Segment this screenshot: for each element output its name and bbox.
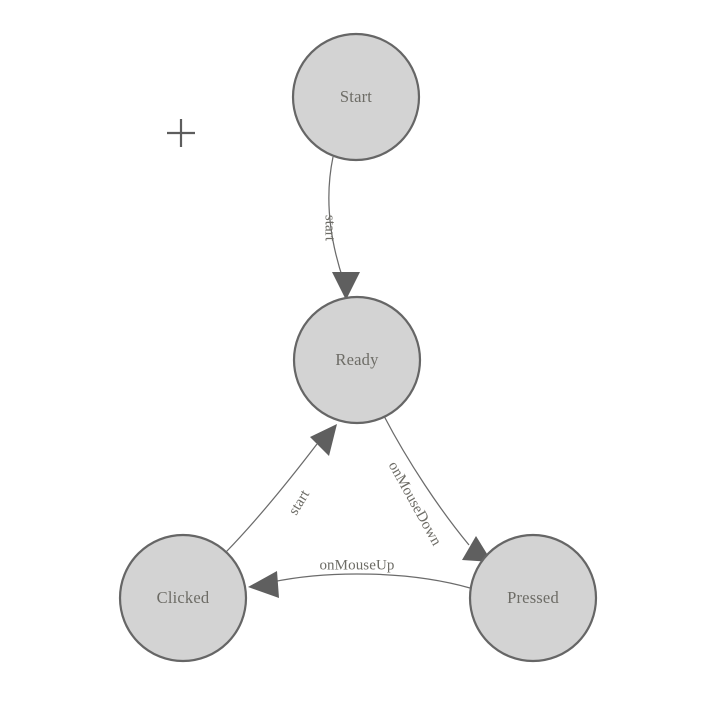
edge-label-ready-to-pressed: onMouseDown: [385, 459, 445, 549]
edge-clicked-to-ready-path[interactable]: [225, 443, 318, 553]
edge-start-to-ready[interactable]: start: [322, 156, 360, 300]
node-pressed[interactable]: Pressed: [468, 533, 598, 663]
edge-pressed-to-clicked-path[interactable]: [271, 573, 471, 589]
node-start-label: Start: [340, 87, 372, 106]
edge-clicked-to-ready-arrowhead: [310, 424, 337, 456]
node-ready-circle[interactable]: [292, 295, 422, 425]
edge-ready-to-pressed-path[interactable]: [383, 415, 470, 546]
node-start[interactable]: Start: [291, 32, 421, 162]
node-ready-label: Ready: [335, 350, 379, 369]
node-ready[interactable]: Ready: [292, 295, 422, 425]
node-start-circle[interactable]: [291, 32, 421, 162]
edge-label-start-to-ready: start: [322, 215, 338, 242]
edge-pressed-to-clicked[interactable]: onMouseUp: [248, 557, 471, 598]
edge-ready-to-pressed[interactable]: onMouseDown: [383, 415, 492, 562]
edge-ready-to-pressed-arrowhead: [462, 536, 492, 562]
edge-label-pressed-to-clicked: onMouseUp: [319, 557, 394, 573]
edge-label-clicked-to-ready: start: [286, 487, 314, 518]
node-clicked[interactable]: Clicked: [118, 533, 248, 663]
edge-pressed-to-clicked-arrowhead: [248, 571, 279, 598]
node-clicked-label: Clicked: [157, 588, 210, 607]
node-clicked-circle[interactable]: [118, 533, 248, 663]
edge-start-to-ready-path[interactable]: [328, 156, 345, 283]
edge-start-to-ready-arrowhead: [332, 272, 360, 300]
node-pressed-label: Pressed: [507, 588, 559, 607]
crosshair-icon: [167, 119, 195, 147]
edge-clicked-to-ready[interactable]: start: [225, 424, 337, 553]
node-pressed-circle[interactable]: [468, 533, 598, 663]
